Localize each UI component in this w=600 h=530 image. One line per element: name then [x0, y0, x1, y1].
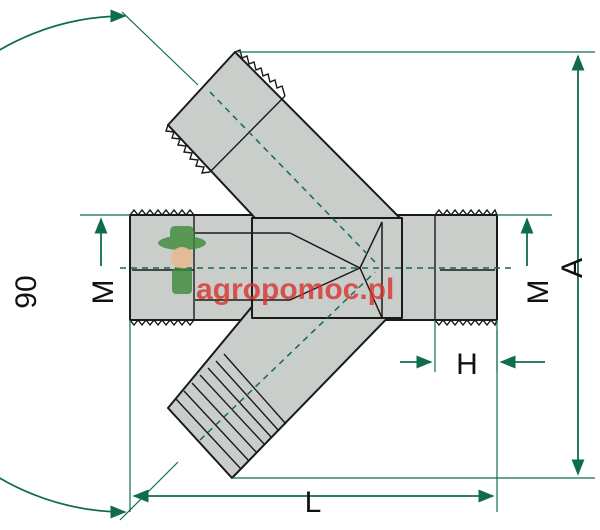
watermark-text: agropomoc.pl	[196, 273, 394, 306]
farmer-face-icon	[171, 247, 193, 269]
lower-branch-threads	[167, 353, 287, 479]
height-label: A	[556, 258, 589, 278]
thread-label-right: M	[522, 280, 555, 305]
hex-width-label: H	[456, 348, 478, 381]
junction-body	[251, 217, 403, 319]
angle-label: 90	[10, 275, 43, 308]
watermark-logo: agropomoc.pl	[158, 226, 394, 306]
dimension-lines	[0, 9, 585, 519]
length-label: L	[305, 486, 322, 519]
right-port-threads	[434, 208, 498, 327]
upper-branch-threads	[165, 49, 286, 174]
centerlines	[120, 91, 515, 441]
thread-label-left: M	[87, 280, 120, 305]
angle-arc	[0, 9, 127, 519]
fitting-body	[129, 51, 498, 479]
junction-lines	[195, 221, 383, 319]
lower-centerline	[199, 271, 376, 441]
